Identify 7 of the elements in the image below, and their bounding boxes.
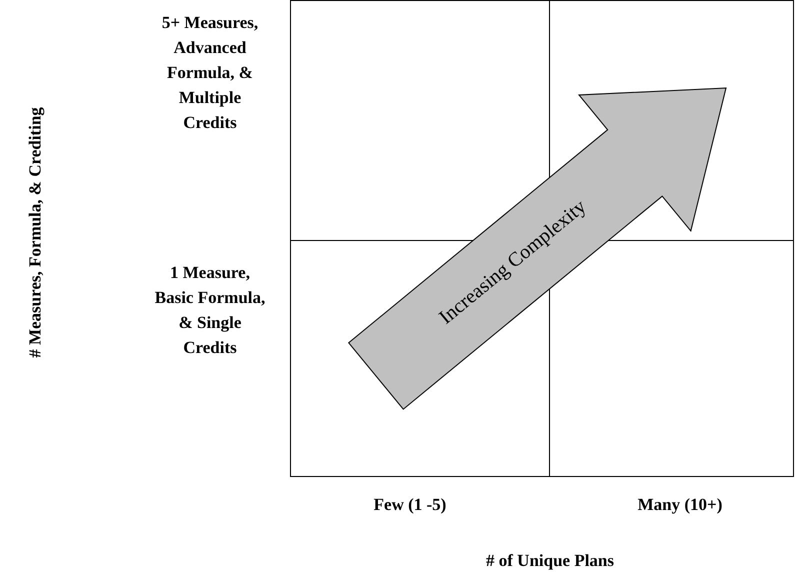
axis-category-label: 1 Measure, Basic Formula, & Single Credits (154, 262, 266, 359)
axis-category-label: Many (10+) (636, 494, 724, 516)
axis-category-label: 5+ Measures, Advanced Formula, & Multiple Credits (160, 12, 260, 134)
axis-title: # Measures, Formula, & Crediting (24, 106, 46, 360)
axis-title: # of Unique Plans (485, 550, 615, 572)
axis-category-label: Few (1 -5) (372, 494, 448, 516)
block-arrow (348, 87, 727, 410)
